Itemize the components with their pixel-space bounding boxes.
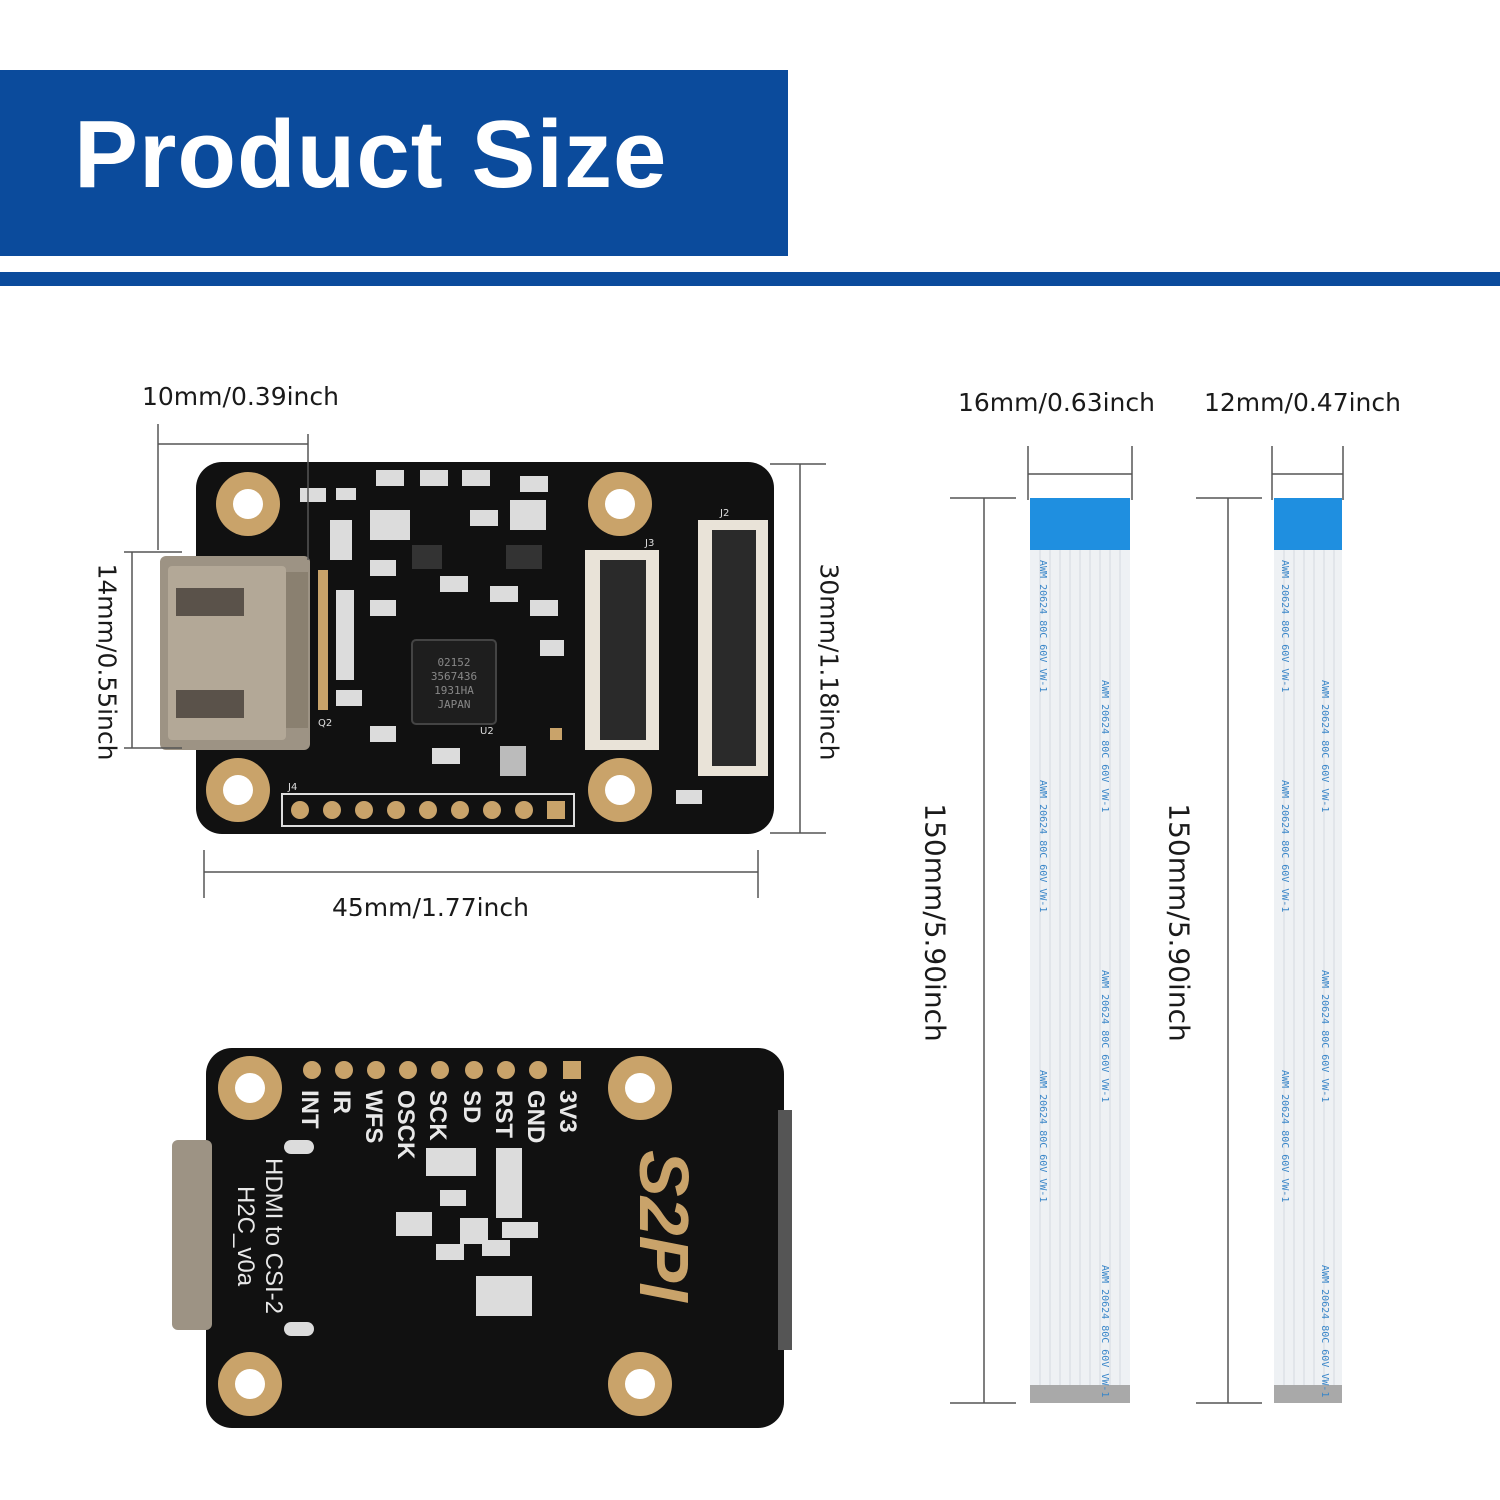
cable-small-print-6: AWM 20624 80C 60V VW-1: [1319, 1265, 1330, 1397]
brand-logo: S2PI: [625, 1150, 703, 1303]
dim-label-connector-height: 14mm/0.55inch: [92, 563, 122, 761]
pin-label-ir: IR: [328, 1090, 355, 1114]
product-name-print: HDMI to CSI-2: [260, 1158, 287, 1314]
fpc-connector-j2: [698, 520, 768, 776]
label-j3: J3: [644, 538, 654, 549]
dim-label-connector-width: 10mm/0.39inch: [142, 382, 339, 411]
pin-label-rst: RST: [490, 1090, 517, 1138]
dim-label-cable-small-length: 150mm/5.90inch: [1162, 803, 1196, 1042]
chip-text-1: 02152: [437, 656, 470, 669]
header-rule: [0, 272, 1500, 286]
cable-large-print-3: AWM 20624 80C 60V VW-1: [1037, 780, 1048, 912]
main-chip: 02152 3567436 1931HA JAPAN: [411, 639, 497, 725]
pin-header-back: [303, 1061, 581, 1079]
cable-large-print-5: AWM 20624 80C 60V VW-1: [1037, 1070, 1048, 1202]
pin-label-wfs: WFS: [360, 1090, 387, 1143]
label-j4: J4: [287, 782, 297, 793]
dim-label-board-height: 30mm/1.18inch: [814, 563, 844, 761]
dimension-lines-front: [124, 424, 826, 898]
pin-label-sck: SCK: [424, 1090, 451, 1141]
label-j2: J2: [719, 508, 729, 519]
board-back: INT IR WFS OSCK SCK SD RST GND 3V3 S2PI …: [172, 1048, 792, 1428]
fpc-connector-j3: [585, 550, 659, 750]
cable-large-print-4: AWM 20624 80C 60V VW-1: [1099, 970, 1110, 1102]
cable-small-print-1: AWM 20624 80C 60V VW-1: [1279, 560, 1290, 692]
ribbon-cable-small: AWM 20624 80C 60V VW-1 AWM 20624 80C 60V…: [1274, 498, 1342, 1403]
board-front: 02152 3567436 1931HA JAPAN J2 J3 J4 U2 Q…: [160, 462, 774, 834]
cable-small-print-3: AWM 20624 80C 60V VW-1: [1279, 780, 1290, 912]
pin-label-osck: OSCK: [392, 1090, 419, 1160]
version-print: H2C_v0a: [232, 1186, 259, 1287]
dim-label-cable-small-width: 12mm/0.47inch: [1204, 388, 1401, 417]
smd-components-back: [284, 1140, 538, 1336]
label-u2: U2: [480, 726, 494, 737]
cable-small-print-5: AWM 20624 80C 60V VW-1: [1279, 1070, 1290, 1202]
pin-label-sd: SD: [458, 1090, 485, 1123]
cable-large-print-6: AWM 20624 80C 60V VW-1: [1099, 1265, 1110, 1397]
cable-large-print-1: AWM 20624 80C 60V VW-1: [1037, 560, 1048, 692]
ribbon-cable-large: AWM 20624 80C 60V VW-1 AWM 20624 80C 60V…: [1030, 498, 1130, 1403]
pin-label-int: INT: [296, 1090, 323, 1129]
dim-label-cable-large-length: 150mm/5.90inch: [918, 803, 952, 1042]
title-banner: [0, 70, 788, 256]
dim-label-cable-large-width: 16mm/0.63inch: [958, 388, 1155, 417]
cable-large-print-2: AWM 20624 80C 60V VW-1: [1099, 680, 1110, 812]
page-title: Product Size: [74, 101, 668, 208]
dim-label-board-width: 45mm/1.77inch: [332, 893, 529, 922]
pin-header-front: [281, 793, 575, 827]
label-q2: Q2: [318, 718, 332, 729]
dimension-lines-cables: [950, 446, 1344, 1404]
chip-text-3: 1931HA: [434, 684, 474, 697]
hdmi-connector: [160, 556, 310, 750]
smd-components-front: [300, 470, 702, 804]
mounting-holes-front: [206, 472, 652, 822]
chip-text-4: JAPAN: [437, 698, 470, 711]
cable-small-print-4: AWM 20624 80C 60V VW-1: [1319, 970, 1330, 1102]
cable-small-print-2: AWM 20624 80C 60V VW-1: [1319, 680, 1330, 812]
chip-text-2: 3567436: [431, 670, 477, 683]
pin-label-gnd: GND: [522, 1090, 549, 1143]
pin-label-3v3: 3V3: [554, 1090, 581, 1133]
